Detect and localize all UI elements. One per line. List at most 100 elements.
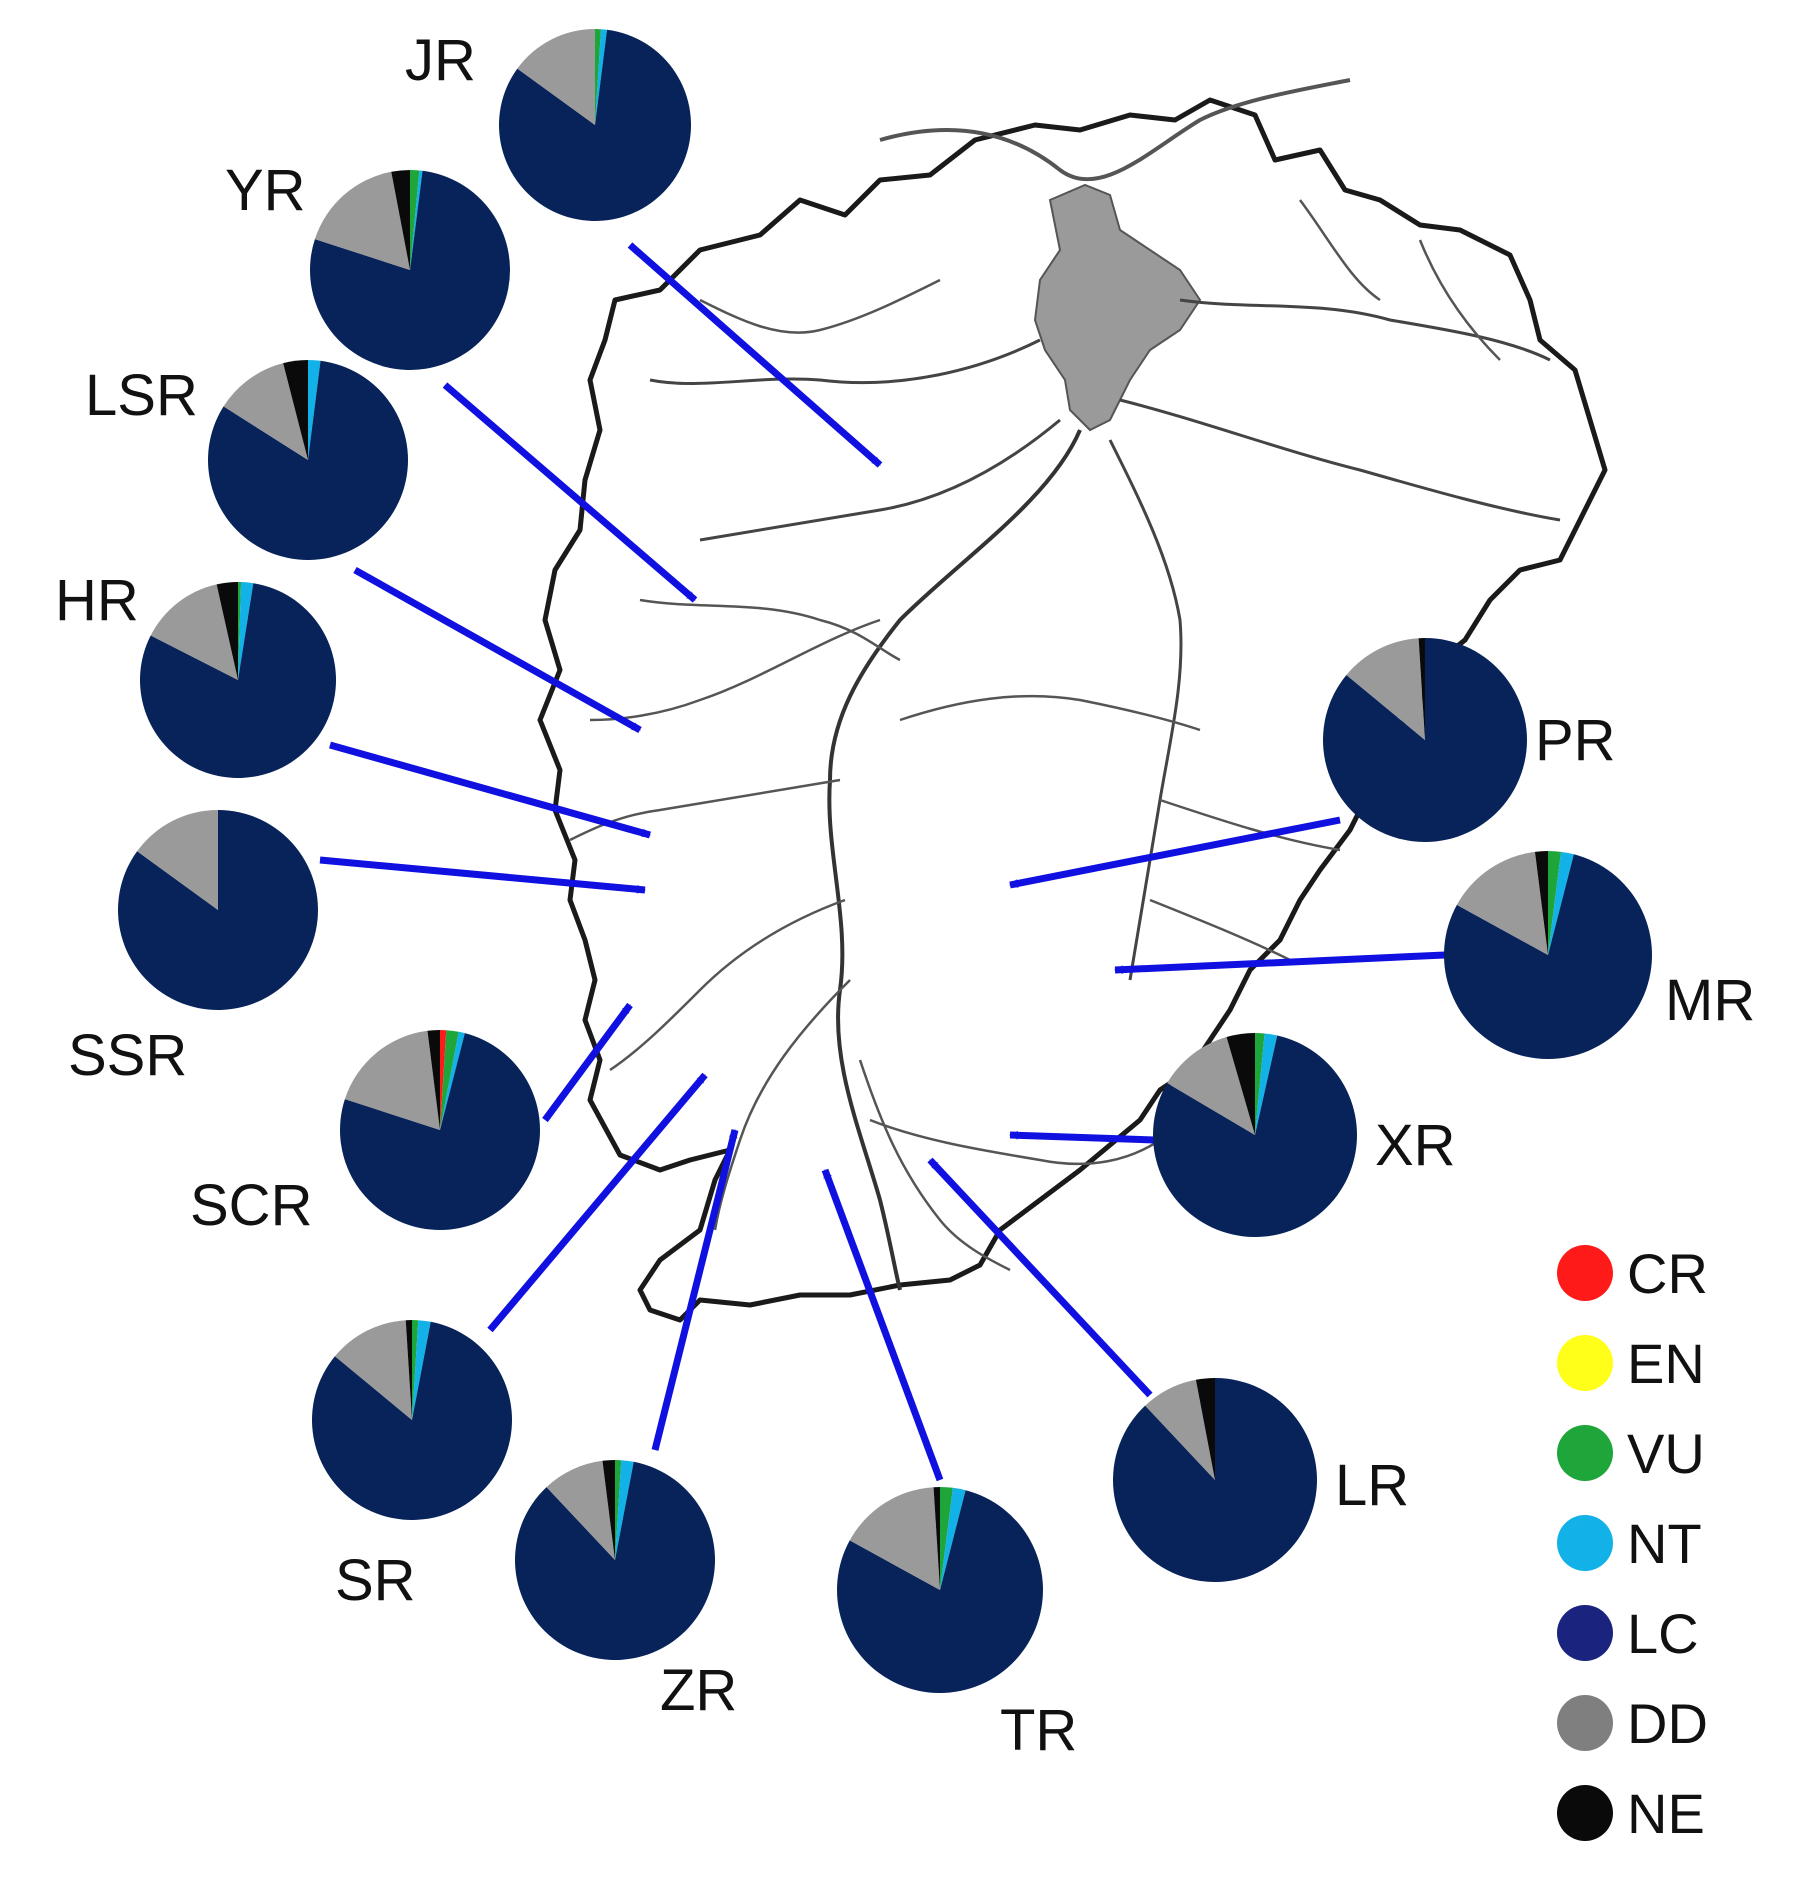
arrow-MR	[1114, 951, 1446, 975]
pie-slice-YR-NT	[410, 170, 423, 270]
river-trib	[713, 979, 851, 1231]
pie-slice-LSR-NE	[283, 360, 308, 460]
legend-label-LC: LC	[1627, 1602, 1699, 1665]
pie-chart-SSR	[118, 809, 319, 1010]
pie-slice-YR-DD	[314, 171, 410, 270]
pie-label-YR: YR	[225, 158, 306, 223]
pie-slice-HR-VU	[238, 582, 242, 680]
river-trib	[899, 694, 1201, 732]
legend-swatch-EN	[1557, 1335, 1613, 1391]
pie-slice-HR-DD	[150, 584, 238, 680]
arrow-YR	[442, 382, 698, 603]
arrow-PR	[1009, 816, 1341, 889]
river-trib	[589, 618, 881, 722]
pie-chart-SCR	[339, 1030, 540, 1230]
legend-swatch-LC	[1557, 1605, 1613, 1661]
pie-slice-XR-VU	[1255, 1033, 1265, 1135]
arrow-XR	[1009, 1130, 1156, 1144]
pie-slice-TR-LC	[837, 1490, 1043, 1693]
pie-slice-SCR-LC	[339, 1033, 540, 1230]
legend-label-VU: VU	[1627, 1422, 1705, 1485]
pie-slice-JR-LC	[499, 29, 692, 221]
pie-slice-TR-DD	[849, 1487, 940, 1590]
pie-label-XR: XR	[1375, 1113, 1456, 1178]
arrow-LSR	[353, 566, 642, 734]
arrow-JR	[627, 242, 883, 468]
legend-label-NT: NT	[1627, 1512, 1702, 1575]
pie-slice-SCR-NE	[427, 1030, 440, 1130]
pie-slice-XR-NT	[1255, 1033, 1278, 1135]
river-trib	[858, 1059, 1011, 1272]
pie-chart-HR	[140, 582, 336, 778]
pie-label-SSR: SSR	[68, 1023, 187, 1088]
pie-slice-SCR-CR	[440, 1030, 447, 1130]
legend-swatch-DD	[1557, 1695, 1613, 1751]
poyang-lake	[1033, 183, 1202, 432]
pie-slice-LSR-NT	[308, 360, 321, 460]
xiushui-river	[649, 338, 1041, 385]
pie-slice-LR-NE	[1195, 1378, 1215, 1480]
pie-slice-SSR-DD	[137, 809, 218, 910]
pie-slice-MR-NT	[1548, 851, 1574, 955]
pie-slice-SR-NE	[405, 1320, 412, 1420]
pie-slice-PR-DD	[1346, 638, 1425, 740]
pie-slice-JR-DD	[517, 28, 595, 125]
arrow-SCR	[542, 1002, 633, 1123]
pie-label-HR: HR	[55, 568, 139, 633]
pie-slice-MR-LC	[1444, 854, 1653, 1059]
legend-label-DD: DD	[1627, 1692, 1708, 1755]
arrow-SSR	[319, 856, 646, 894]
pie-chart-MR	[1444, 851, 1653, 1059]
pie-slice-SCR-DD	[344, 1030, 440, 1130]
pie-slice-TR-NT	[940, 1487, 966, 1590]
river-trib	[1149, 898, 1291, 962]
legend-label-CR: CR	[1627, 1242, 1708, 1305]
ganjiang-river	[827, 429, 1082, 1291]
pie-slice-YR-LC	[310, 170, 511, 370]
pie-slice-MR-DD	[1456, 851, 1548, 955]
river-trib	[699, 278, 941, 334]
pie-slice-XR-DD	[1167, 1037, 1255, 1135]
pie-chart-ZR	[514, 1460, 715, 1660]
fuhe-river	[1108, 439, 1183, 981]
pie-slice-ZR-DD	[546, 1460, 615, 1560]
pie-slice-ZR-VU	[615, 1460, 622, 1560]
pie-chart-XR	[1153, 1033, 1357, 1238]
pie-chart-LR	[1112, 1378, 1318, 1582]
river-trib	[1159, 798, 1341, 852]
pie-slice-MR-VU	[1548, 851, 1562, 955]
arrow-LR	[927, 1157, 1153, 1398]
pie-slice-ZR-LC	[514, 1461, 715, 1660]
river-trib	[1418, 239, 1501, 361]
pie-slice-SR-LC	[311, 1321, 512, 1520]
pie-slice-TR-VU	[940, 1487, 953, 1590]
pie-slice-YR-VU	[410, 170, 420, 270]
yangtze-river	[879, 78, 1351, 182]
pie-chart-SR	[311, 1320, 512, 1520]
pie-slice-LR-DD	[1145, 1379, 1215, 1480]
pie-slice-SR-DD	[334, 1320, 412, 1420]
pie-label-LSR: LSR	[85, 363, 198, 428]
pie-charts	[118, 28, 1653, 1693]
basin-map	[537, 78, 1608, 1323]
arrow-HR	[329, 741, 651, 839]
arrow-SR	[487, 1072, 708, 1333]
pie-slice-JR-NT	[595, 29, 608, 125]
pie-chart-LSR	[207, 360, 408, 560]
pie-chart-TR	[837, 1487, 1043, 1693]
pie-slice-XR-LC	[1153, 1035, 1357, 1238]
pie-slice-SCR-VU	[440, 1030, 459, 1130]
river-trib	[869, 1118, 1161, 1166]
arrow-TR	[821, 1168, 944, 1482]
pie-chart-JR	[499, 28, 692, 221]
pie-slice-LSR-DD	[223, 363, 308, 460]
river-trib	[699, 418, 1061, 542]
pie-label-TR: TR	[1000, 1698, 1077, 1763]
pie-label-SR: SR	[335, 1548, 416, 1613]
pie-label-JR: JR	[405, 28, 476, 93]
arrow-layer	[319, 242, 1446, 1482]
pie-slice-SR-VU	[412, 1320, 419, 1420]
pie-slice-LSR-LC	[207, 360, 408, 560]
pie-chart-YR	[310, 170, 511, 370]
